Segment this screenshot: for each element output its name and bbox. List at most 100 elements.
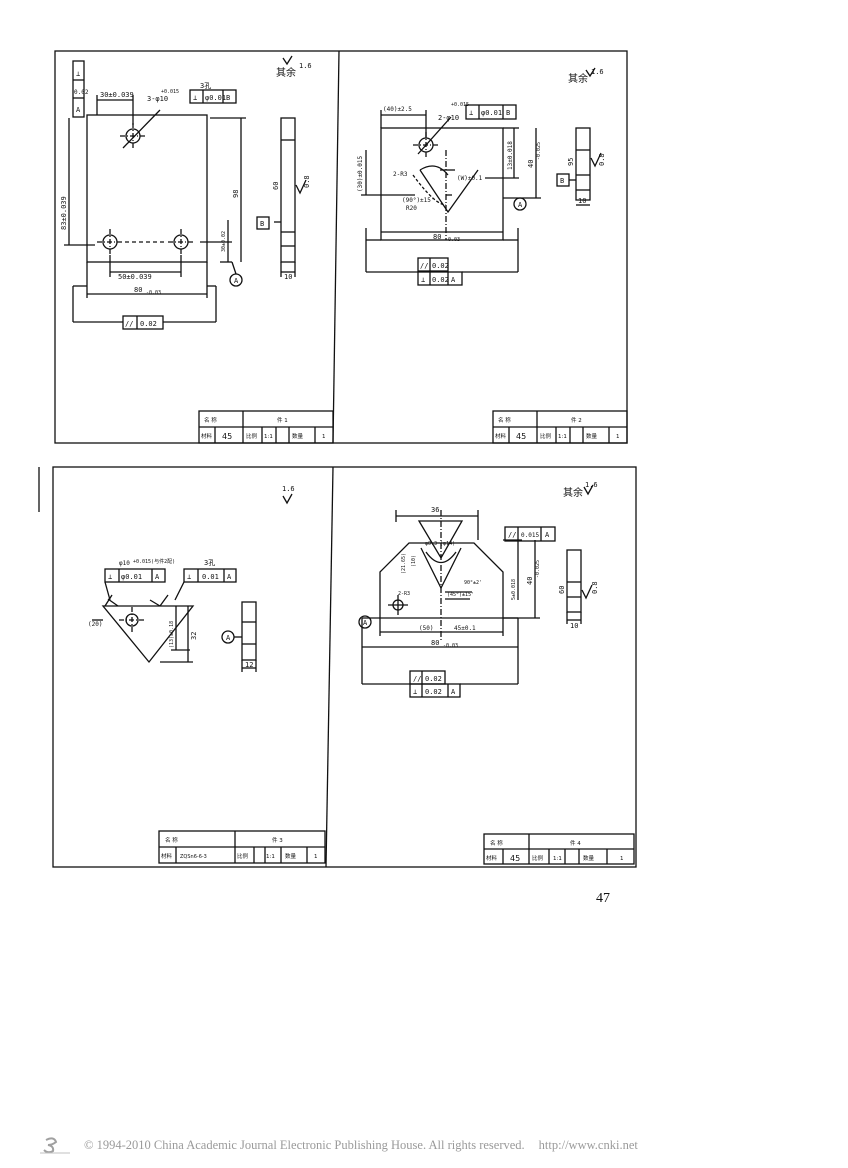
sheet-3-dim-h2: 32 (190, 632, 198, 640)
sheet-2-surface-note: 其余 (568, 72, 588, 85)
sheet-4-tb-part: 件 4 (570, 839, 581, 847)
sheet-2-label-r20: R20 (406, 205, 417, 212)
part-2-datum-a (513, 197, 527, 211)
sheet-4-surface-note: 其余 (563, 486, 583, 499)
sheet-4-dim-base: 80 (431, 639, 439, 647)
sheet-2-hole-label: 2-φ10 (438, 114, 459, 122)
sheet-2-frame-par-sym: // (420, 262, 428, 270)
part-4-drawing (358, 484, 594, 698)
sheet-3-tb-part: 件 3 (272, 836, 283, 844)
sheet-1-dim-base: 80 (134, 286, 142, 294)
sheet-3-datum-a: A (226, 634, 231, 642)
sheet-2-frame-pos-sym: ⊥ (469, 109, 473, 117)
sheet-4-tb-material: 45 (510, 854, 520, 863)
sheet-4-frame-perp-sym: ⊥ (413, 688, 417, 696)
sheet-4-tb-scale: 1:1 (553, 856, 562, 862)
sheet-4-side-rough: 0.8 (591, 581, 599, 594)
sheet-2-tb-scale-label: 比例 (540, 432, 552, 440)
sheet-3-roughness: 1.6 (282, 485, 295, 493)
sheet-2-tb-qty: 1 (616, 434, 620, 440)
sheet-3-dim-left: (20) (88, 621, 102, 628)
sheet-2-dim-top-left: (40)±2.5 (383, 106, 412, 113)
sheet-4-label-r: 2-R3 (398, 591, 410, 597)
sheet-1-dim-left: 83±0.039 (60, 196, 68, 230)
sheet-3-tb-name: 名 称 (165, 836, 178, 844)
sheet-2-hole-tol: +0.015 (451, 102, 469, 108)
sheet-1-frame-pos-ref: B (226, 94, 230, 102)
part-1-title-block (198, 410, 334, 444)
sheet-4-side-dim: 60 (558, 586, 566, 594)
sheet-4-dim-base-sub1: (50) (419, 625, 433, 632)
part-3-drawing (92, 493, 293, 672)
sheet-2-frame-par-val: 0.02 (432, 262, 449, 270)
sheet-4-label-angle: (45°)±15' (447, 592, 474, 598)
sheet-2-frame-pos-val: φ0.01 (481, 109, 502, 117)
sheet-3-frame-perp2-ref: A (227, 573, 232, 581)
sheet-2-frame-perp-ref: A (451, 276, 456, 284)
sheet-2-side-rough: 0.8 (598, 153, 606, 166)
sheet-2-side-dim: 95 (567, 158, 575, 166)
part-4-title-block (483, 833, 635, 865)
sheet-3-tb-qty-label: 数量 (285, 852, 297, 860)
sheet-1-dim-between: 50±0.039 (118, 273, 152, 281)
part-4-side-view (566, 549, 582, 613)
sheet-1-frame-pos-val: φ0.01 (205, 94, 226, 102)
sheet-2-dim-base-tol: -0.03 (445, 237, 460, 243)
sheet-2-tb-part: 件 2 (571, 416, 582, 424)
sheet-3-tb-scale-label: 比例 (237, 852, 249, 860)
sheet-4-frame-par-sym: // (508, 531, 516, 539)
sheet-2-frame-pos-ref: B (506, 109, 510, 117)
sheet-4-dim-base-sub2: 45±0.1 (454, 625, 476, 632)
part-2-side-view (575, 127, 591, 201)
sheet-4-dim-left2: (10) (411, 555, 417, 567)
part-1-datum-a (229, 273, 243, 287)
sheet-4-frame-par2-sym: // (413, 675, 421, 683)
sheet-2-datum-b: B (560, 177, 564, 185)
panel-divider-bottom (325, 466, 334, 868)
sheet-2-frame-perp-sym: ⊥ (421, 276, 425, 284)
sheet-2-tb-material-label: 材料 (495, 432, 507, 440)
sheet-1-frame-perp-val: 0.02 (74, 89, 89, 96)
sheet-4-dim-top: 36 (431, 506, 439, 514)
part-2-body (380, 127, 504, 241)
sheet-3-frame-perp2-val: 0.01 (202, 573, 219, 581)
sheet-1-tb-qty: 1 (322, 434, 326, 440)
sheet-3-tb-scale: 1:1 (266, 854, 275, 860)
sheet-1-tb-part: 件 1 (277, 416, 288, 424)
sheet-2-frame-perp-val: 0.02 (432, 276, 449, 284)
sheet-3-frame-perp-ref: A (155, 573, 160, 581)
sheet-1-tb-scale: 1:1 (264, 434, 273, 440)
sheet-1-frame-par-sym: // (125, 320, 133, 328)
part-4-datum-a (358, 615, 372, 629)
part-1-drawing (64, 55, 307, 330)
sheet-1-hole-label: 3-φ10 (147, 95, 168, 103)
sheet-3-hole-count: 3孔 (204, 559, 215, 567)
sheet-1-side-rough: 0.8 (303, 175, 311, 188)
sheet-2-dim-left: (30)±0.015 (357, 155, 364, 192)
sheet-4-dim-right2-tol: -0.025 (535, 560, 541, 578)
sheet-4-side-thickness: 10 (570, 622, 578, 630)
sheet-4-tb-qty-label: 数量 (583, 854, 595, 862)
sheet-4-label-chamfer: 90°±2' (464, 580, 482, 586)
sheet-3-frame-perp-sym: ⊥ (108, 573, 112, 581)
sheet-2-tb-scale: 1:1 (558, 434, 567, 440)
sheet-1-surface-note: 其余 (276, 66, 296, 79)
sheet-3-dim-h1: (13)±0.18 (169, 621, 175, 648)
sheet-4-label-v: φ0.3 (φ14) (425, 541, 455, 547)
copyright-footer: © 1994-2010 China Academic Journal Elect… (40, 1134, 820, 1156)
sheet-2-label-mid: (W)±0.1 (457, 175, 483, 182)
part-1-side-view (280, 117, 296, 263)
sheet-3-side-thickness: 12 (245, 661, 253, 669)
part-2-title-block (492, 410, 628, 444)
cnki-url[interactable]: http://www.cnki.net (538, 1137, 638, 1152)
sheet-4-tb-scale-label: 比例 (532, 854, 544, 862)
part-1-body (86, 114, 208, 263)
sheet-1-tb-material: 45 (222, 432, 232, 441)
sheet-2-dim-r1: 13±0.018 (507, 141, 514, 170)
drawing-frame-bottom (52, 466, 637, 868)
sheet-1-hole-count: 3孔 (200, 82, 211, 90)
part-3-title-block (158, 830, 326, 864)
sheet-2-label-r: 2-R3 (393, 171, 408, 178)
sheet-2-tb-material: 45 (516, 432, 526, 441)
